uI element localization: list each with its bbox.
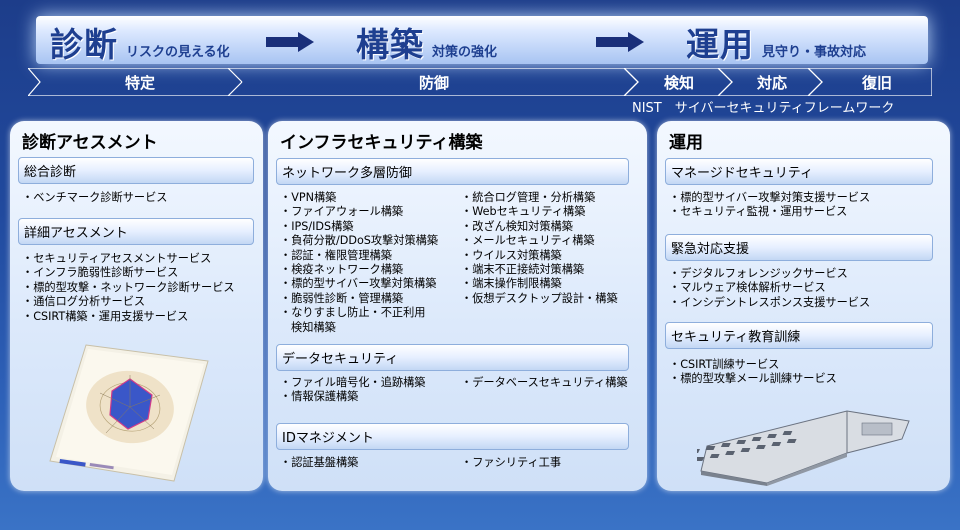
nist-recover: 復旧	[861, 73, 892, 92]
list-item: 認証・権限管理構築	[280, 249, 438, 263]
group-network-defense: ネットワーク多層防御	[276, 158, 629, 185]
id-management-list-left: 認証基盤構築	[280, 456, 358, 470]
list-item: 脆弱性診断・管理構築	[280, 292, 438, 306]
nist-framework-bar: 特定 防御 検知 対応 復旧	[28, 68, 932, 96]
list-item: 仮想デスクトップ設計・構築	[461, 292, 617, 306]
list-item: 負荷分散/DDoS攻撃対策構築	[280, 234, 438, 248]
list-item: セキュリティ監視・運用サービス	[669, 205, 870, 219]
phase-diagnosis-subtitle: リスクの見える化	[126, 45, 230, 60]
list-item: Webセキュリティ構築	[461, 205, 618, 219]
phase-build-subtitle: 対策の強化	[432, 45, 498, 60]
list-item: ファシリティ工事	[461, 456, 561, 470]
phase-operation: 運用 見守り・事故対応	[686, 16, 866, 64]
list-item: CSIRT構築・運用支援サービス	[22, 310, 235, 324]
list-item: ウイルス対策構築	[461, 249, 618, 263]
list-item: インシデントレスポンス支援サービス	[669, 296, 870, 310]
list-item: 検疫ネットワーク構築	[280, 263, 438, 277]
list-item: CSIRT訓練サービス	[669, 358, 837, 372]
list-item: 改ざん検知対策構築	[461, 220, 618, 234]
list-item: 標的型攻撃・ネットワーク診断サービス	[22, 281, 234, 295]
phase-bar: 診断 リスクの見える化 構築 対策の強化 運用 見守り・事故対応	[36, 16, 928, 64]
phase-diagnosis-title: 診断	[50, 25, 118, 64]
security-training-list: CSIRT訓練サービス 標的型攻撃メール訓練サービス	[669, 358, 837, 387]
panel-diagnosis-title: 診断アセスメント	[22, 133, 158, 153]
nist-respond: 対応	[756, 73, 787, 92]
list-item: 統合ログ管理・分析構築	[461, 191, 618, 205]
list-item: 端末不正接続対策構築	[461, 263, 618, 277]
list-item: セキュリティアセスメントサービス	[22, 252, 235, 266]
group-general-diagnosis: 総合診断	[18, 157, 254, 184]
data-security-list-right: データベースセキュリティ構築	[461, 376, 627, 390]
nist-detect: 検知	[663, 73, 694, 92]
list-item: 認証基盤構築	[280, 456, 358, 470]
emergency-response-list: デジタルフォレンジックサービス マルウェア検体解析サービス インシデントレスポン…	[669, 267, 870, 310]
list-item: 標的型サイバー攻撃対策支援サービス	[669, 191, 870, 205]
list-item: データベースセキュリティ構築	[461, 376, 627, 390]
training-facility-image	[697, 410, 910, 486]
nist-caption: NIST サイバーセキュリティフレームワーク	[632, 101, 895, 116]
list-item: インフラ脆弱性診断サービス	[22, 266, 235, 280]
id-management-list-right: ファシリティ工事	[461, 456, 561, 470]
group-emergency-response: 緊急対応支援	[665, 234, 933, 261]
list-item: なりすまし防止・不正利用	[280, 306, 438, 320]
list-item: 標的型サイバー攻撃対策構築	[280, 277, 438, 291]
list-item: IPS/IDS構築	[280, 220, 438, 234]
detailed-assessment-list: セキュリティアセスメントサービス インフラ脆弱性診断サービス 標的型攻撃・ネット…	[22, 252, 235, 324]
group-id-management: IDマネジメント	[276, 423, 629, 450]
list-item: ファイアウォール構築	[280, 205, 438, 219]
panel-operations-title: 運用	[669, 133, 703, 153]
list-item: 通信ログ分析サービス	[22, 295, 235, 309]
managed-security-list: 標的型サイバー攻撃対策支援サービス セキュリティ監視・運用サービス	[669, 191, 870, 220]
nist-chevrons	[28, 68, 932, 96]
list-item: デジタルフォレンジックサービス	[669, 267, 870, 281]
data-security-list-left: ファイル暗号化・追跡構築 情報保護構築	[280, 376, 425, 405]
phase-build-title: 構築	[356, 25, 424, 64]
phase-diagnosis: 診断 リスクの見える化	[50, 16, 230, 64]
arrow-right-icon	[596, 32, 644, 52]
group-detailed-assessment: 詳細アセスメント	[18, 218, 254, 245]
panel-diagnosis: 診断アセスメント 総合診断 ベンチマーク診断サービス 詳細アセスメント セキュリ…	[10, 121, 263, 491]
list-item: 標的型攻撃メール訓練サービス	[669, 372, 837, 386]
phase-build: 構築 対策の強化	[356, 16, 497, 64]
general-diagnosis-list: ベンチマーク診断サービス	[22, 191, 167, 205]
list-item: 情報保護構築	[280, 390, 425, 404]
nist-identify: 特定	[124, 73, 155, 92]
phase-operation-subtitle: 見守り・事故対応	[762, 45, 867, 60]
list-item: VPN構築	[280, 191, 438, 205]
group-managed-security: マネージドセキュリティ	[665, 158, 933, 185]
list-item: メールセキュリティ構築	[461, 234, 618, 248]
assessment-report-image	[49, 344, 209, 482]
list-item-continuation: 検知構築	[291, 320, 336, 334]
arrow-right-icon	[266, 32, 314, 52]
nist-protect: 防御	[418, 73, 449, 92]
list-item: ファイル暗号化・追跡構築	[280, 376, 425, 390]
phase-operation-title: 運用	[686, 25, 754, 64]
panel-infrastructure: インフラセキュリティ構築 ネットワーク多層防御 VPN構築 ファイアウォール構築…	[268, 121, 647, 491]
group-data-security: データセキュリティ	[276, 344, 629, 371]
group-security-training: セキュリティ教育訓練	[665, 322, 933, 349]
panel-infrastructure-title: インフラセキュリティ構築	[280, 133, 483, 153]
panel-operations: 運用 マネージドセキュリティ 標的型サイバー攻撃対策支援サービス セキュリティ監…	[657, 121, 950, 491]
list-item: 端末操作制限構築	[461, 277, 618, 291]
list-item: マルウェア検体解析サービス	[669, 281, 870, 295]
network-defense-list-left: VPN構築 ファイアウォール構築 IPS/IDS構築 負荷分散/DDoS攻撃対策…	[280, 191, 438, 335]
network-defense-list-right: 統合ログ管理・分析構築 Webセキュリティ構築 改ざん検知対策構築 メールセキュ…	[461, 191, 618, 306]
list-item: ベンチマーク診断サービス	[22, 191, 167, 205]
